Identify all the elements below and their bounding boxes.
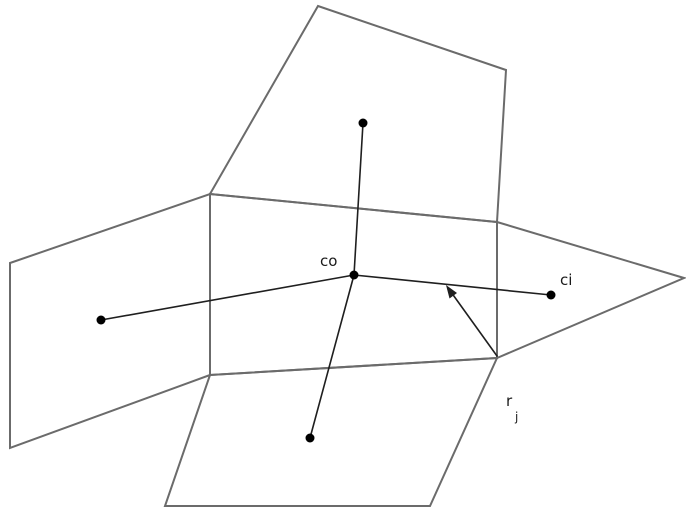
arrow-rj-shaft <box>450 291 498 357</box>
right-cell <box>496 220 686 360</box>
label-r: r <box>506 392 513 410</box>
centroid-center <box>349 270 359 280</box>
label-r-subscript: j <box>514 410 518 424</box>
left-cell <box>9 192 211 450</box>
centroid-bottom <box>305 433 315 443</box>
centroid-top <box>358 118 368 128</box>
connector-left <box>100 274 355 321</box>
label-co: co <box>320 252 337 270</box>
bottom-cell <box>163 356 499 507</box>
centroid-left <box>96 315 106 325</box>
top-cell <box>208 4 508 224</box>
label-ci: ci <box>560 271 572 289</box>
centroid-right <box>546 290 556 300</box>
connector-bottom <box>309 274 355 439</box>
connector-top <box>353 122 364 276</box>
connector-right <box>353 274 552 296</box>
arrow-rj-head <box>446 285 457 299</box>
